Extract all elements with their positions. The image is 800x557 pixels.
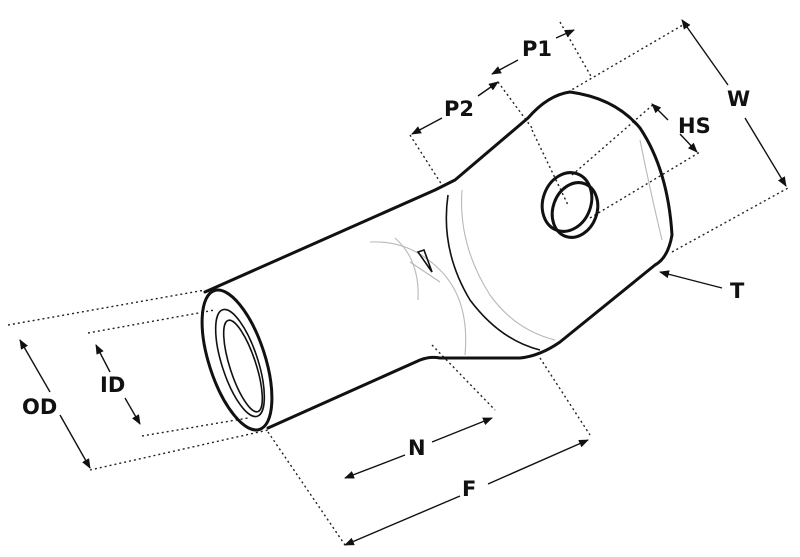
label-n: N <box>408 436 426 460</box>
label-t: T <box>730 279 745 303</box>
lug-outline <box>203 90 674 430</box>
label-w: W <box>727 87 750 111</box>
extension-lines <box>7 21 789 546</box>
dimension-labels: P1 P2 W HS T ID OD N F <box>22 37 750 501</box>
barrel-bore <box>214 308 266 418</box>
tongue-contour <box>445 194 541 351</box>
lug-body <box>200 90 674 432</box>
tongue-shading <box>461 189 556 341</box>
label-od: OD <box>22 395 57 419</box>
label-p1: P1 <box>522 37 552 61</box>
label-id: ID <box>100 373 125 397</box>
label-hs: HS <box>678 114 711 138</box>
barrel-end-outer <box>200 288 274 432</box>
marking-triangle <box>416 248 433 273</box>
label-f: F <box>462 477 476 501</box>
stud-hole-front <box>550 181 600 239</box>
barrel-bore-inner <box>222 319 264 413</box>
dimension-arrows <box>19 19 787 546</box>
label-p2: P2 <box>444 97 474 121</box>
